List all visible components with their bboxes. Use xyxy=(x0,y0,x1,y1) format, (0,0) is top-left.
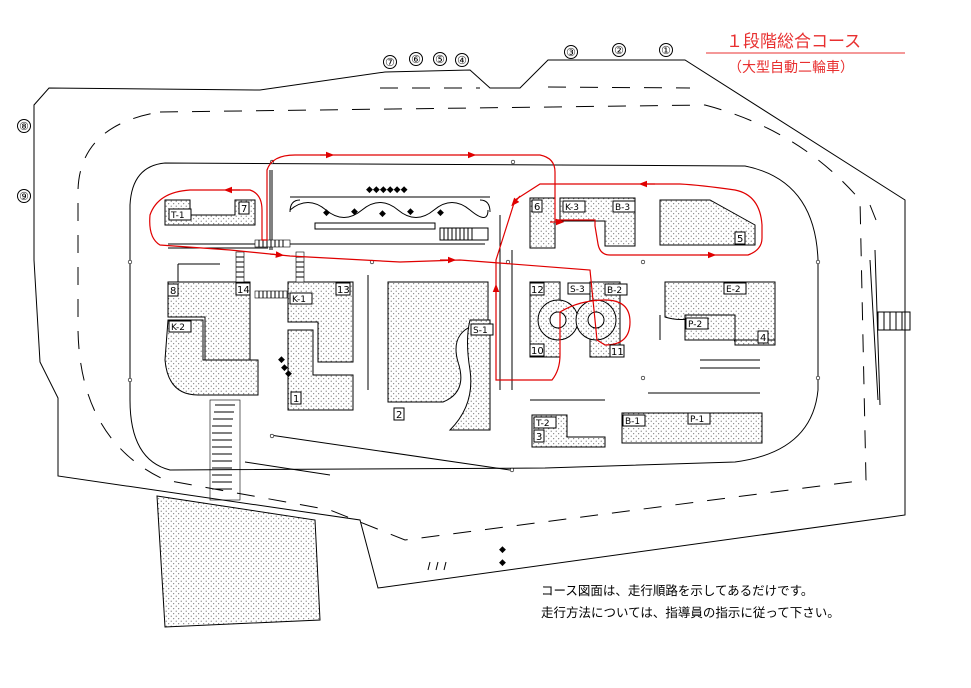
block-b1 xyxy=(621,412,763,444)
gate xyxy=(877,311,911,331)
start-point-2: ② xyxy=(614,44,624,57)
course-subtitle: （大型自動二輪車） xyxy=(728,59,854,76)
start-point-3: ③ xyxy=(566,46,576,59)
svg-text:◆: ◆ xyxy=(285,369,292,379)
crosswalk-south xyxy=(209,399,241,501)
label-p2: P-2 xyxy=(688,320,702,330)
note-line-2: 走行方法については、指導員の指示に従って下さい。 xyxy=(541,605,840,620)
start-point-1: ① xyxy=(661,44,671,57)
svg-text:◆: ◆ xyxy=(407,207,414,217)
diamond-markers: ◆ ◆ ◆ ◆ ◆ ◆◆◆◆◆◆ ◆ ◆ ◆ xyxy=(278,185,444,379)
point-4: 4 xyxy=(760,333,766,344)
svg-text:◆: ◆ xyxy=(281,363,288,373)
parking-lot xyxy=(156,495,321,628)
road-vertical-1 xyxy=(269,170,273,250)
start-point-9: ⑨ xyxy=(19,190,29,203)
block-k2 xyxy=(164,319,259,396)
outer-boundary xyxy=(33,59,906,589)
start-point-5: ⑤ xyxy=(435,53,445,66)
label-b1: B-1 xyxy=(625,417,640,427)
wave-line xyxy=(289,202,489,218)
label-k1: K-1 xyxy=(292,295,306,305)
zebra-markers xyxy=(235,239,305,299)
label-s3: S-3 xyxy=(570,285,585,295)
block-5 xyxy=(659,199,756,246)
point-6: 6 xyxy=(534,202,540,213)
point-labels: 1 2 3 4 5 6 7 8 10 11 12 13 14 xyxy=(167,199,769,443)
point-12: 12 xyxy=(531,285,544,296)
svg-text:◆: ◆ xyxy=(499,558,506,568)
label-k2: K-2 xyxy=(171,323,185,333)
point-14: 14 xyxy=(237,285,250,296)
svg-text:◆: ◆ xyxy=(351,207,358,217)
label-p1: P-1 xyxy=(690,415,704,425)
point-3: 3 xyxy=(536,432,542,443)
point-10: 10 xyxy=(531,346,544,357)
point-13: 13 xyxy=(337,285,350,296)
section-labels: T-1 K-1 K-2 K-3 B-3 S-3 B-2 S-1 E-2 P-2 … xyxy=(168,200,747,429)
svg-text:◆◆◆◆◆◆: ◆◆◆◆◆◆ xyxy=(366,185,408,195)
divider-1 xyxy=(168,243,485,249)
platform xyxy=(314,222,436,230)
route-arrows xyxy=(223,151,717,300)
label-b3: B-3 xyxy=(615,203,630,213)
start-point-4: ④ xyxy=(457,54,467,67)
svg-text:◆: ◆ xyxy=(379,209,386,219)
start-points: ① ② ③ ④ ⑤ ⑥ ⑦ ⑧ ⑨ xyxy=(17,43,673,203)
point-1: 1 xyxy=(293,394,299,405)
point-8: 8 xyxy=(170,286,176,297)
course-title: １段階総合コース xyxy=(726,32,861,52)
svg-text:◆: ◆ xyxy=(499,545,506,555)
svg-text:◆: ◆ xyxy=(323,208,330,218)
svg-text:◆: ◆ xyxy=(278,355,285,365)
start-point-6: ⑥ xyxy=(411,53,421,66)
label-k3: K-3 xyxy=(565,203,579,213)
start-point-8: ⑧ xyxy=(19,120,29,133)
inner-circuit-outer xyxy=(869,204,879,401)
block-1 xyxy=(287,329,354,411)
point-2: 2 xyxy=(396,410,402,421)
label-t2: T-2 xyxy=(535,419,550,429)
outer-lane-dashed xyxy=(77,104,867,541)
label-e2: E-2 xyxy=(726,285,741,295)
outer-lane-dashed-2 xyxy=(380,86,691,89)
note-line-1: コース図面は、走行順路を示してあるだけです。 xyxy=(541,583,813,598)
label-t1: T-1 xyxy=(170,211,185,221)
block-s1 xyxy=(448,319,491,431)
point-5: 5 xyxy=(737,234,743,245)
label-s1: S-1 xyxy=(473,326,488,336)
svg-text:◆: ◆ xyxy=(437,208,444,218)
point-7: 7 xyxy=(241,204,247,215)
route-path xyxy=(149,154,763,381)
label-b2: B-2 xyxy=(607,286,622,296)
point-11: 11 xyxy=(611,347,624,358)
start-point-7: ⑦ xyxy=(385,56,395,69)
inner-circuit xyxy=(129,162,819,471)
